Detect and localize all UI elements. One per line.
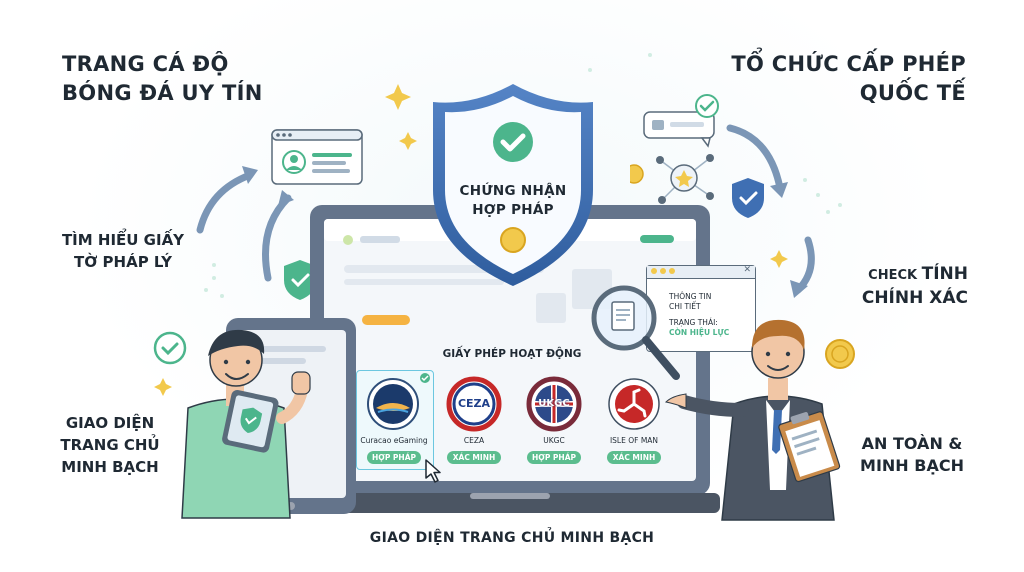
license-badge-ceza[interactable]: XÁC MINH [447, 451, 501, 464]
shield-text: CHỨNG NHẬN HỢP PHÁP [438, 182, 588, 220]
label-right-mid-prefix: CHECK [868, 268, 922, 283]
license-name-ukgc: UKGC [543, 436, 565, 445]
certificate-shield [433, 84, 593, 286]
coin-icon [825, 339, 855, 369]
profile-card-icon [271, 129, 363, 185]
blue-mini-shield-icon [732, 178, 764, 218]
label-left-bottom-line1: GIAO DIỆN [65, 414, 155, 432]
label-left-bottom-line3: MINH BẠCH [61, 458, 159, 476]
label-right-mid-bold: TÍNH [921, 264, 968, 284]
label-left-mid-line1: TÌM HIỂU GIẤY [61, 231, 185, 249]
speech-bubble-icon [643, 111, 715, 148]
label-right-mid: CHECK TÍNH CHÍNH XÁC [808, 263, 968, 309]
label-left-mid: TÌM HIỂU GIẤY TỜ PHÁP LÝ [58, 229, 188, 273]
info-popup: ✕ THÔNG TIN CHI TIẾT TRẠNG THÁI: CÒN HIỆ… [646, 265, 756, 352]
label-left-mid-line2: TỜ PHÁP LÝ [73, 253, 172, 271]
mini-shield-icon [284, 260, 316, 300]
license-name-isle-of-man: ISLE OF MAN [609, 436, 659, 445]
left-decor [196, 129, 363, 300]
curacao-logo-icon[interactable] [362, 376, 424, 434]
license-badge-isle-of-man[interactable]: XÁC MINH [607, 451, 661, 464]
heading-top-left-line1: TRANG CÁ ĐỘ [62, 52, 229, 76]
popup-dot-icon [651, 268, 657, 274]
license-name-curacao: Curacao eGaming [360, 436, 428, 445]
popup-line1: THÔNG TIN [669, 292, 712, 301]
mouse-cursor-icon [425, 459, 441, 483]
shield-line2: HỢP PHÁP [472, 202, 554, 218]
popup-status-label: TRẠNG THÁI: [669, 318, 718, 327]
right-decor [630, 94, 815, 298]
left-person-illustration [181, 329, 311, 519]
check-badge-icon [420, 373, 430, 383]
check-bubble-icon [153, 331, 187, 365]
ceza-logo-text: CEZA [457, 397, 491, 410]
license-name-ceza: CEZA [463, 436, 485, 445]
licenses-title: GIẤY PHÉP HOẠT ĐỘNG [442, 348, 582, 360]
popup-content: THÔNG TIN CHI TIẾT TRẠNG THÁI: CÒN HIỆU … [669, 292, 729, 338]
heading-top-right-line1: TỔ CHỨC CẤP PHÉP [731, 52, 966, 76]
ukgc-logo-text: UKGC [538, 398, 570, 409]
label-right-bottom-line1: AN TOÀN & [861, 434, 963, 453]
popup-close-icon[interactable]: ✕ [743, 265, 751, 275]
heading-top-right-line2: QUỐC TẾ [859, 81, 966, 105]
right-person-illustration [664, 319, 841, 521]
magnifier-icon [591, 285, 680, 380]
isle-of-man-logo-icon[interactable] [604, 376, 664, 434]
shield-line1: CHỨNG NHẬN [459, 183, 567, 199]
label-right-mid-line1: CHECK TÍNH [808, 263, 968, 287]
label-left-bottom: GIAO DIỆN TRANG CHỦ MINH BẠCH [50, 412, 170, 478]
ukgc-logo-icon[interactable] [524, 376, 584, 434]
popup-dot-icon [669, 268, 675, 274]
popup-titlebar: ✕ [647, 265, 755, 279]
heading-top-left: TRANG CÁ ĐỘ BÓNG ĐÁ UY TÍN [62, 50, 263, 108]
heading-top-left-line2: BÓNG ĐÁ UY TÍN [62, 81, 263, 105]
label-right-mid-line2: CHÍNH XÁC [861, 288, 968, 308]
popup-line2: CHI TIẾT [669, 302, 701, 311]
heading-top-right: TỔ CHỨC CẤP PHÉP QUỐC TẾ [731, 50, 966, 108]
license-badge-curacao[interactable]: HỢP PHÁP [367, 451, 421, 464]
license-badge-ukgc[interactable]: HỢP PHÁP [527, 451, 581, 464]
label-left-bottom-line2: TRANG CHỦ [60, 436, 160, 454]
label-right-bottom-line2: MINH BẠCH [860, 456, 964, 475]
bottom-caption: GIAO DIỆN TRANG CHỦ MINH BẠCH [369, 530, 655, 546]
popup-dot-icon [660, 268, 666, 274]
popup-status-value: CÒN HIỆU LỰC [669, 328, 730, 337]
label-right-bottom: AN TOÀN & MINH BẠCH [852, 433, 972, 477]
ceza-logo-icon[interactable] [444, 376, 504, 434]
